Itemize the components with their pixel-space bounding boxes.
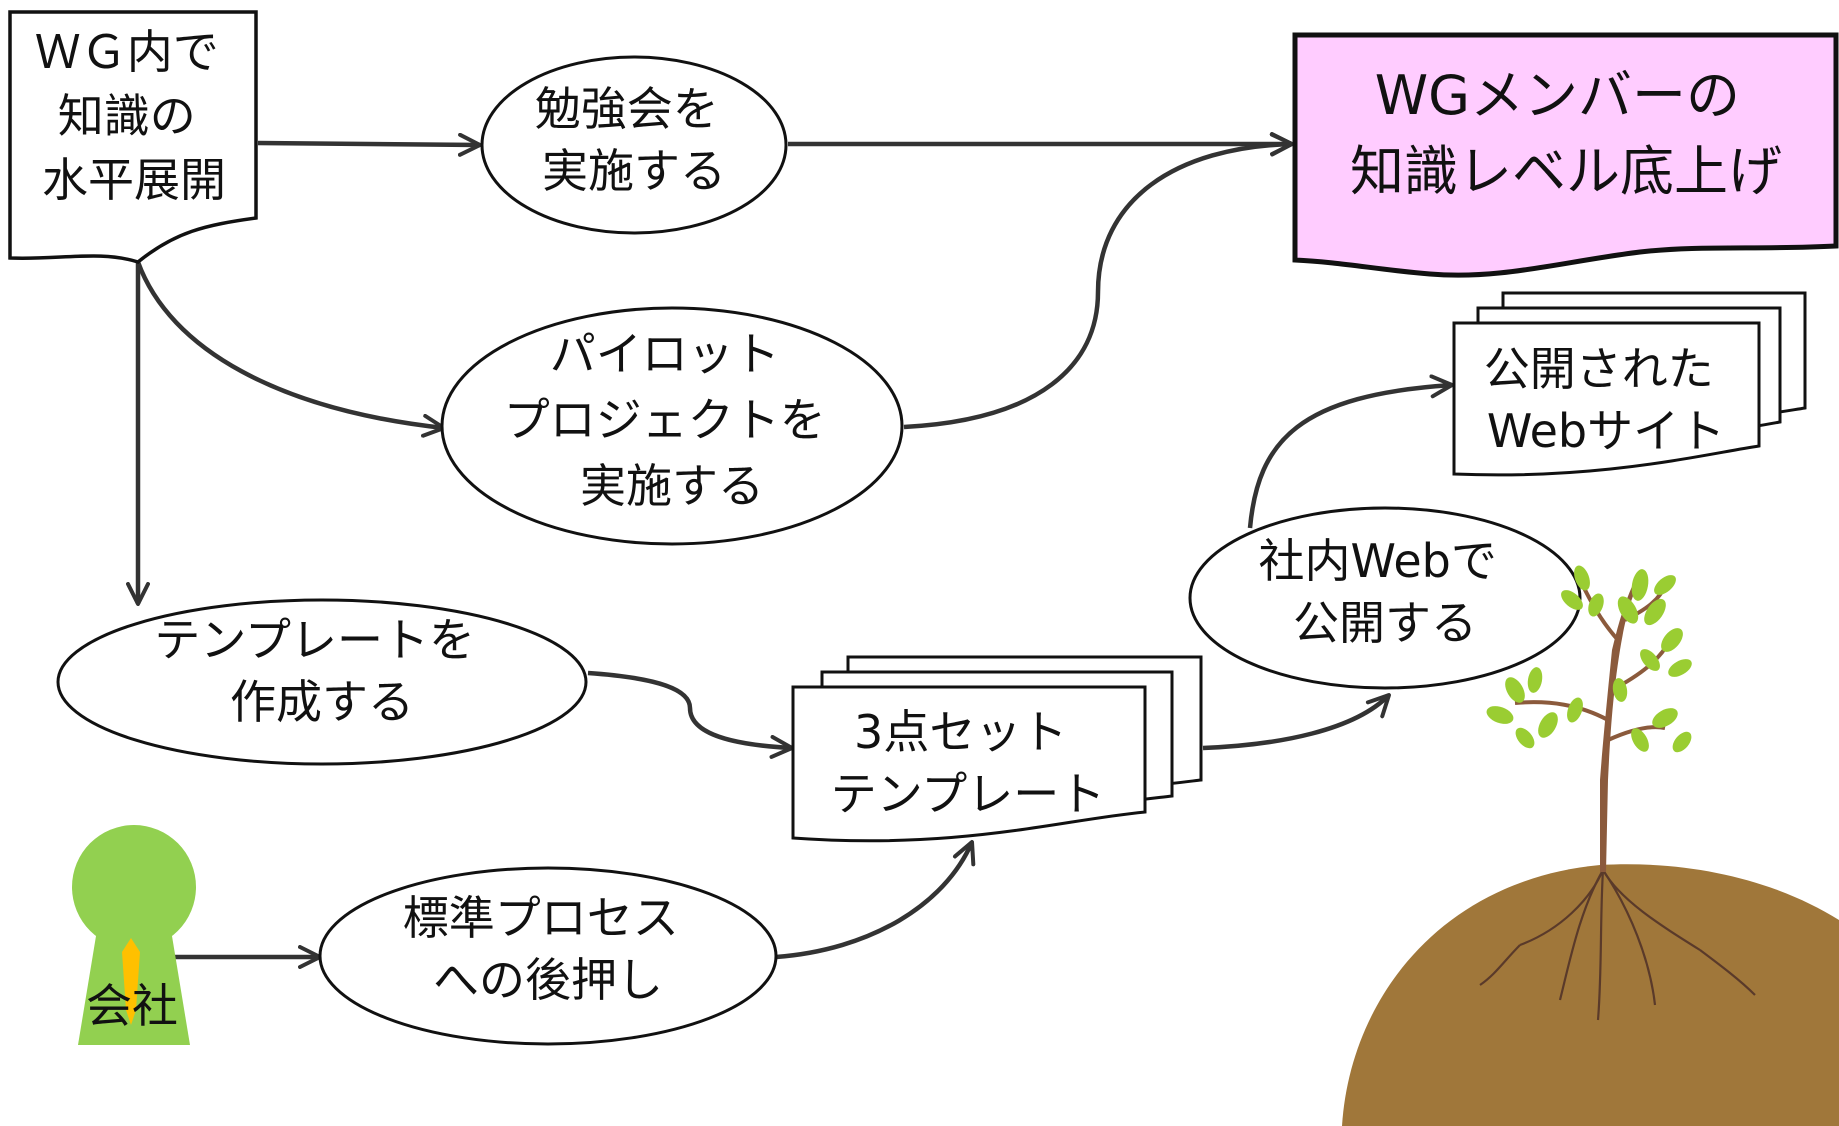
connectors <box>126 132 1454 969</box>
svg-text:勉強会を 実施する: 勉強会を 実施する <box>535 82 734 198</box>
arrow-support-to-threeset <box>775 840 976 960</box>
svg-text:3点セット テンプレート: 3点セット テンプレート <box>831 705 1106 821</box>
svg-text:パイロット プロジェクトを 実施する: パイロット プロジェクトを 実施する <box>504 327 841 513</box>
company-figure: 会社 <box>72 825 196 1045</box>
support-line-2: への後押し <box>433 953 663 1007</box>
pilot-line-1: パイロット <box>550 327 780 381</box>
arrow-spread-to-study <box>257 132 482 157</box>
node-three-set-template: 3点セット テンプレート <box>791 655 1203 843</box>
svg-text:社内Webで 公開する: 社内Webで 公開する <box>1259 534 1512 650</box>
three-set-line-1: 3点セット <box>854 705 1067 759</box>
node-goal: WGメンバーの 知識レベル底上げ <box>1292 32 1839 278</box>
node-wg-spread: ＷＧ内で 知識の 水平展開 <box>8 10 258 264</box>
tree-trunk <box>1600 578 1640 872</box>
company-label: 会社 <box>86 979 178 1033</box>
website-line-1: 公開された <box>1484 342 1714 396</box>
node-pilot-project: パイロット プロジェクトを 実施する <box>440 306 904 546</box>
wg-spread-line-3: 水平展開 <box>42 153 226 207</box>
tree-leaves <box>1486 565 1692 753</box>
node-publish-intranet: 社内Webで 公開する <box>1188 506 1582 690</box>
wg-spread-line-2: 知識の <box>58 89 196 143</box>
website-line-2: Webサイト <box>1487 404 1725 458</box>
study-line-1: 勉強会を <box>535 82 719 136</box>
support-line-1: 標準プロセス <box>403 891 679 945</box>
template-line-2: 作成する <box>230 675 414 729</box>
node-standard-process-support: 標準プロセス への後押し <box>318 866 778 1046</box>
svg-text:WGメンバーの 知識レベル底上げ: WGメンバーの 知識レベル底上げ <box>1350 64 1782 203</box>
publish-line-1: 社内Webで <box>1259 534 1497 588</box>
node-study-session: 勉強会を 実施する <box>480 55 788 235</box>
publish-line-2: 公開する <box>1293 596 1477 650</box>
goal-line-2: 知識レベル底上げ <box>1350 140 1782 203</box>
template-line-1: テンプレートを <box>154 613 475 667</box>
goal-line-1: WGメンバーの <box>1375 64 1740 127</box>
arrow-spread-to-pilot <box>135 261 446 438</box>
svg-text:公開された Webサイト: 公開された Webサイト <box>1484 342 1729 458</box>
company-head <box>72 825 196 949</box>
three-set-line-2: テンプレート <box>831 767 1106 821</box>
node-create-template: テンプレートを 作成する <box>56 598 588 766</box>
wg-spread-line-1: ＷＧ内で <box>35 25 219 79</box>
arrow-threeset-to-publish <box>1202 693 1391 751</box>
soil-hill <box>1342 864 1839 1126</box>
svg-text:テンプレートを 作成する: テンプレートを 作成する <box>154 613 489 729</box>
tree-roots <box>1479 869 1756 1021</box>
arrow-pilot-to-goal <box>903 132 1294 430</box>
arrow-publish-to-website <box>1247 374 1454 529</box>
node-published-website: 公開された Webサイト <box>1452 291 1807 477</box>
pilot-line-3: 実施する <box>580 459 764 513</box>
company-tie-icon <box>122 938 140 1025</box>
arrow-template-to-threeset <box>587 670 794 759</box>
study-line-2: 実施する <box>542 144 726 198</box>
pilot-line-2: プロジェクトを <box>504 393 826 447</box>
svg-text:標準プロセス への後押し: 標準プロセス への後押し <box>403 891 694 1007</box>
svg-text:ＷＧ内で 知識の 水平展開: ＷＧ内で 知識の 水平展開 <box>35 25 234 207</box>
tree-illustration <box>1342 565 1839 1126</box>
